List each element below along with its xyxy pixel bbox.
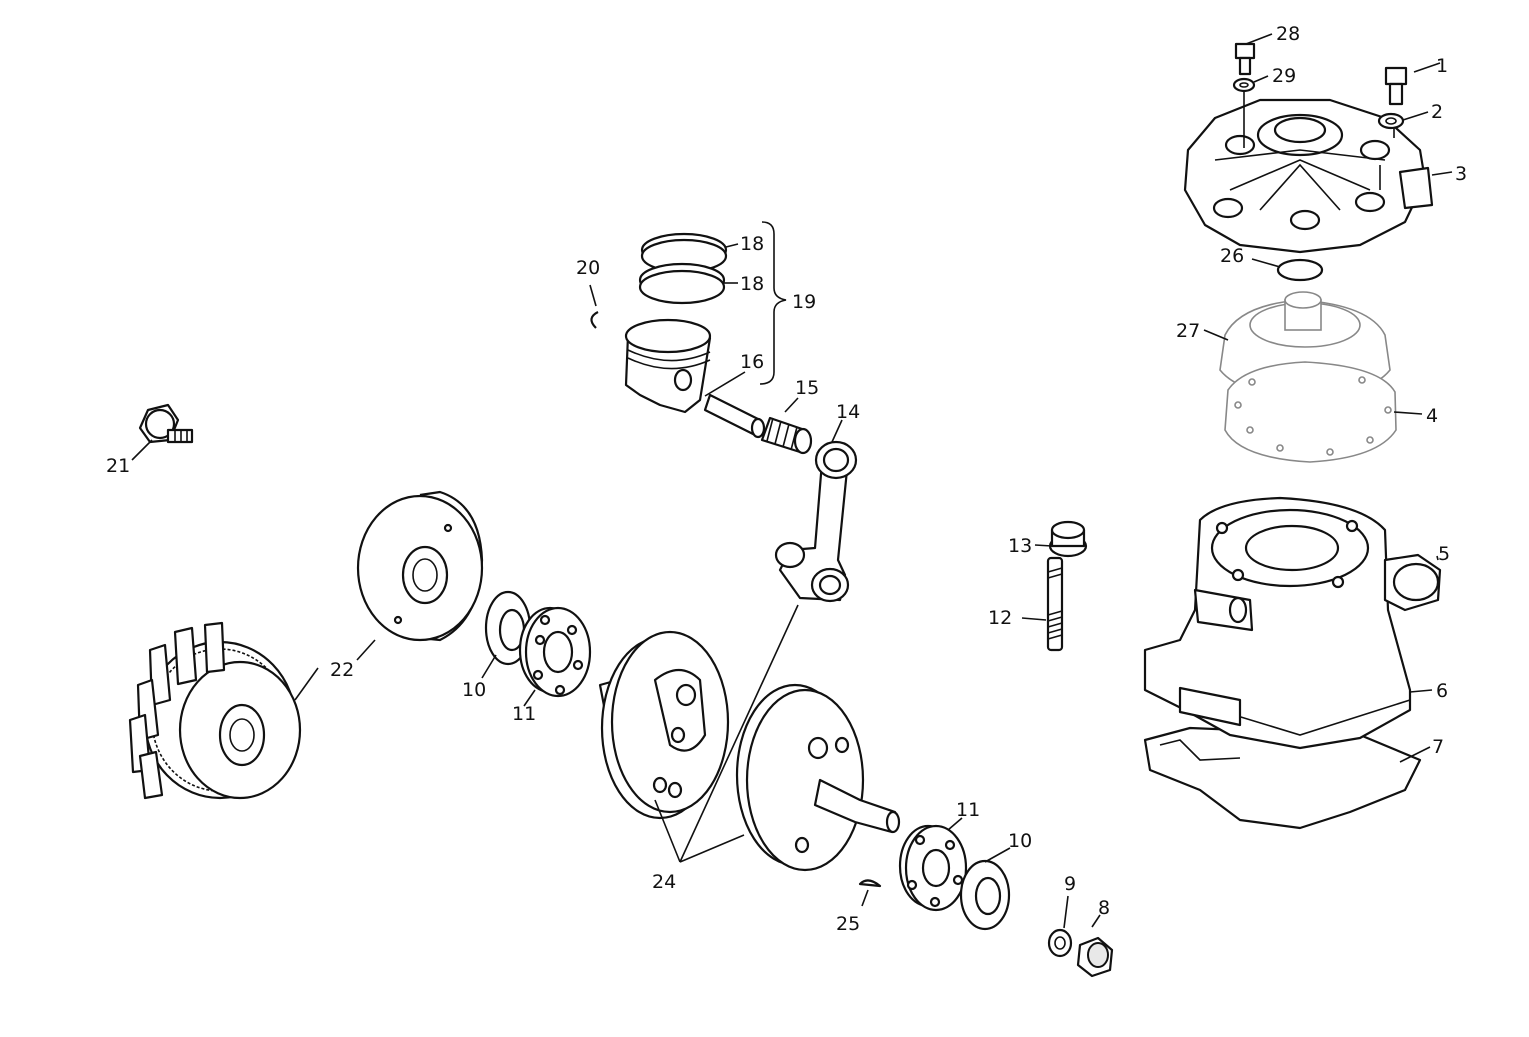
label-11-right: 11	[956, 799, 980, 821]
label-28: 28	[1276, 23, 1300, 45]
label-24: 24	[652, 871, 676, 893]
bearing-11-left	[518, 606, 592, 698]
piston	[624, 318, 712, 414]
label-18-lower: 18	[740, 273, 764, 295]
bolt-1	[1384, 66, 1408, 106]
label-6: 6	[1436, 680, 1448, 702]
cylinder-head	[1183, 98, 1434, 254]
needle-bearing-15	[760, 416, 813, 455]
label-2: 2	[1431, 101, 1443, 123]
label-5: 5	[1438, 543, 1450, 565]
label-16: 16	[740, 351, 764, 373]
crankshaft-half-right	[735, 683, 901, 872]
piston-pin-16	[703, 393, 766, 439]
exhaust-gasket-5	[1392, 562, 1440, 602]
label-22: 22	[330, 659, 354, 681]
label-4: 4	[1426, 405, 1438, 427]
head-gasket-4	[1224, 361, 1397, 463]
nut-8	[1076, 936, 1114, 978]
leader-lines	[131, 33, 1453, 929]
label-7: 7	[1432, 736, 1444, 758]
nut-13	[1048, 520, 1088, 558]
bolt-21	[138, 403, 194, 444]
clutch-drum	[128, 621, 302, 800]
cylinder-6	[1143, 496, 1442, 830]
label-27: 27	[1176, 320, 1200, 342]
label-19: 19	[792, 291, 816, 313]
bearing-11-right	[898, 824, 968, 912]
label-1: 1	[1436, 55, 1448, 77]
label-15: 15	[795, 377, 819, 399]
label-3: 3	[1455, 163, 1467, 185]
connecting-rod-14	[774, 440, 858, 603]
label-20: 20	[576, 257, 600, 279]
woodruff-key-25	[858, 879, 882, 888]
piston-ring-18-upper	[640, 232, 728, 274]
oil-seal-10-right	[959, 859, 1011, 931]
crankshaft-half-left	[598, 630, 730, 820]
circlip-20	[590, 311, 599, 329]
label-13: 13	[1008, 535, 1032, 557]
oil-seal-10-left	[484, 590, 532, 666]
washer-2	[1377, 112, 1405, 130]
label-26: 26	[1220, 245, 1244, 267]
label-9: 9	[1064, 873, 1076, 895]
stud-12	[1046, 556, 1064, 652]
label-25: 25	[836, 913, 860, 935]
label-11-left: 11	[512, 703, 536, 725]
callout-labels: 28 29 1 2 3 26 27 4 5 6 7 13 12 14 15 16…	[106, 23, 1467, 935]
label-10-right: 10	[1008, 830, 1032, 852]
washer-29	[1232, 77, 1256, 93]
label-8: 8	[1098, 897, 1110, 919]
label-14: 14	[836, 401, 860, 423]
label-10-left: 10	[462, 679, 486, 701]
washer-9	[1047, 928, 1073, 958]
flywheel-22	[356, 490, 484, 642]
label-12: 12	[988, 607, 1012, 629]
piston-ring-18-lower	[638, 262, 726, 305]
bolt-28	[1234, 42, 1256, 76]
label-29: 29	[1272, 65, 1296, 87]
label-18-upper: 18	[740, 233, 764, 255]
o-ring-26	[1276, 258, 1324, 282]
label-21: 21	[106, 455, 130, 477]
